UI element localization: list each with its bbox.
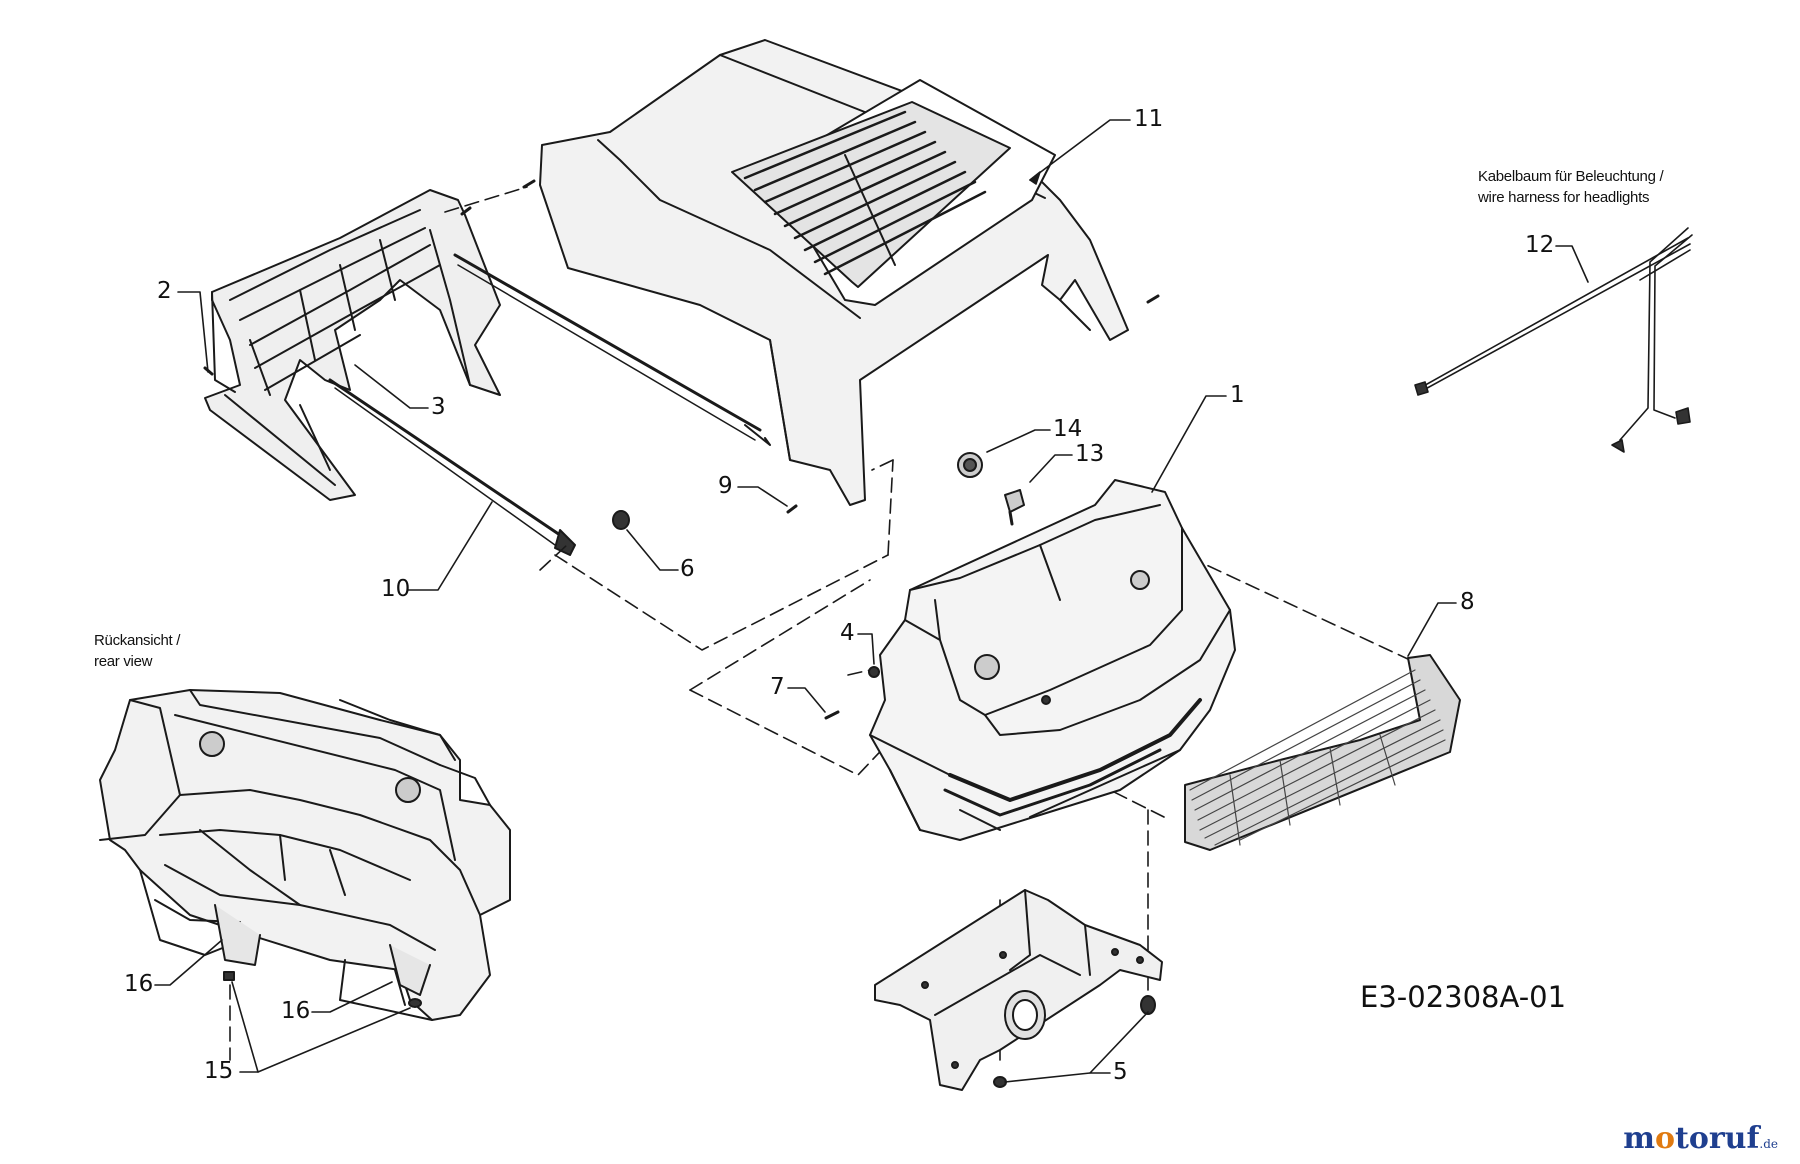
nut-icon xyxy=(612,510,630,530)
callout-16: 16 xyxy=(124,971,154,997)
bolt-icon xyxy=(993,995,1156,1088)
rear-view-hood-icon xyxy=(99,689,511,1021)
callout-3: 3 xyxy=(431,394,446,420)
rear-view-note-line2: rear view xyxy=(94,653,153,670)
callout-15: 15 xyxy=(204,1058,234,1084)
callout-9: 9 xyxy=(718,473,733,499)
callout-8: 8 xyxy=(1460,589,1475,615)
callout-14: 14 xyxy=(1053,416,1083,442)
callout-5: 5 xyxy=(1113,1059,1128,1085)
brand-watermark: motoruf.de xyxy=(1623,1121,1778,1156)
grille-icon xyxy=(1184,654,1461,851)
callout-7: 7 xyxy=(770,674,785,700)
brand-suffix: .de xyxy=(1759,1137,1778,1151)
callout-1: 1 xyxy=(1230,382,1245,408)
brand-name: motoruf xyxy=(1623,1121,1760,1156)
callout-10: 10 xyxy=(381,576,411,602)
wire-harness-icon xyxy=(1414,227,1693,453)
dashboard-frame-icon xyxy=(204,189,501,501)
drawing-code: E3-02308A-01 xyxy=(1360,980,1567,1014)
callout-2: 2 xyxy=(157,278,172,304)
bolt-icon xyxy=(522,179,1160,514)
hood-shell-icon xyxy=(539,39,1129,506)
leader-lines xyxy=(154,119,1589,1083)
callout-6: 6 xyxy=(680,556,695,582)
harness-note-line2: wire harness for headlights xyxy=(1478,189,1650,206)
rear-view-note: Rückansicht / rear view xyxy=(94,630,180,672)
callout-4: 4 xyxy=(840,620,855,646)
rear-view-note-line1: Rückansicht / xyxy=(94,632,181,649)
support-rod-icon xyxy=(328,253,771,556)
harness-note-line1: Kabelbaum für Beleuchtung / xyxy=(1478,168,1664,185)
callout-16: 16 xyxy=(281,998,311,1024)
headlight-bulb-icon xyxy=(957,452,1150,705)
callout-12: 12 xyxy=(1525,232,1555,258)
callout-13: 13 xyxy=(1075,441,1105,467)
front-bumper-icon xyxy=(869,479,1236,841)
mount-bracket-icon xyxy=(874,889,1163,1091)
bolt-icon xyxy=(824,666,880,720)
harness-note: Kabelbaum für Beleuchtung / wire harness… xyxy=(1478,166,1664,208)
bolt-icon xyxy=(223,971,422,1008)
callout-11: 11 xyxy=(1134,106,1164,132)
